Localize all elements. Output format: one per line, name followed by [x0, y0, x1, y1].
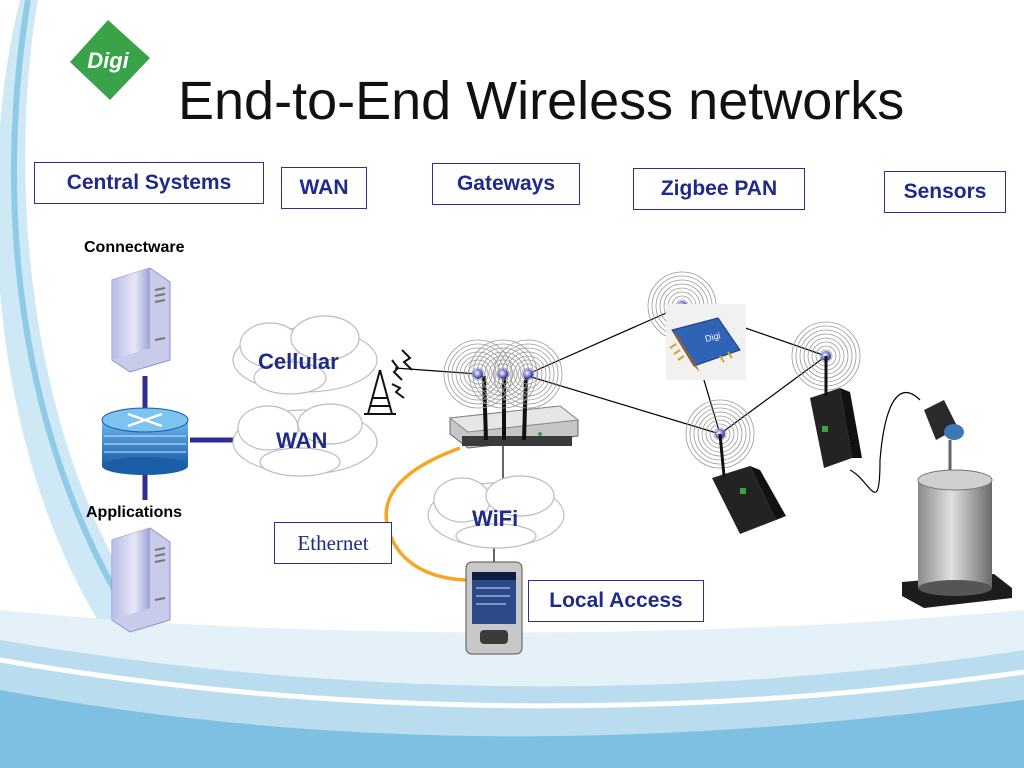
label-connectware: Connectware	[84, 239, 185, 256]
wan-cloud	[232, 403, 378, 477]
wifi-cloud	[427, 475, 565, 549]
router-icon	[101, 407, 189, 475]
tank-sensor	[902, 400, 1012, 608]
logo-text: Digi	[87, 48, 129, 73]
cell-tower-icon	[364, 349, 413, 415]
label-ethernet: Ethernet	[274, 522, 392, 564]
svg-text:Digi: Digi	[704, 330, 722, 344]
sensor-module-1	[810, 356, 862, 468]
connectware-server	[111, 267, 171, 373]
applications-server	[111, 527, 171, 633]
ethernet-cable	[384, 446, 471, 582]
header-central-systems: Central Systems	[34, 162, 264, 204]
pda-device	[465, 561, 523, 655]
header-zigbee-pan: Zigbee PAN	[633, 168, 805, 210]
header-gateways: Gateways	[432, 163, 580, 205]
header-wan: WAN	[281, 167, 367, 209]
digi-logo: Digi	[70, 20, 150, 100]
gateway-device	[448, 375, 580, 449]
label-wifi: WiFi	[472, 506, 519, 531]
page-title: End-to-End Wireless networks	[178, 71, 905, 131]
label-cellular: Cellular	[258, 349, 339, 374]
label-wan-cloud: WAN	[276, 428, 328, 453]
label-applications: Applications	[86, 504, 183, 521]
zigbee-module: Digi	[666, 304, 746, 380]
header-sensors: Sensors	[884, 171, 1006, 213]
label-local-access: Local Access	[528, 580, 704, 622]
sensor-module-2	[712, 433, 786, 534]
cellular-cloud	[232, 315, 378, 395]
